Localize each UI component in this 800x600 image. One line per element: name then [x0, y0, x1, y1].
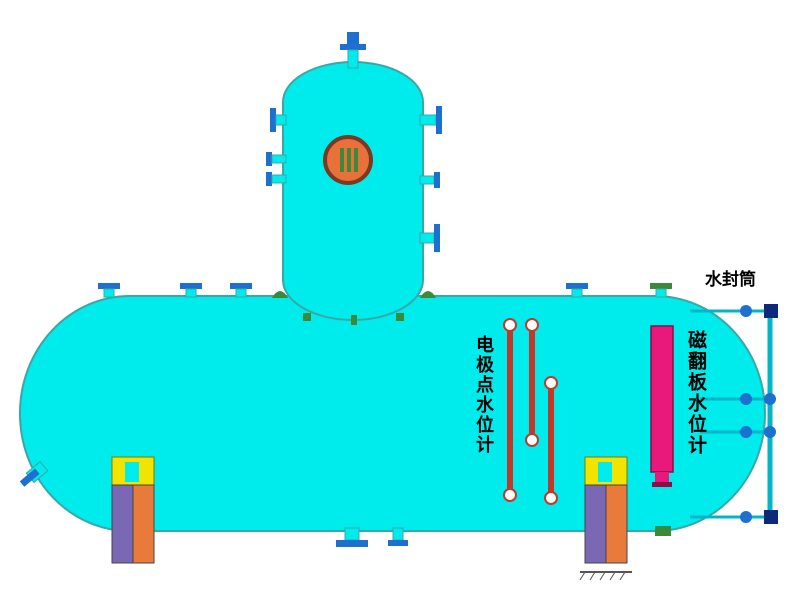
water-seal-assembly — [690, 304, 778, 524]
deaerator-head — [282, 61, 424, 321]
junction-welds — [272, 291, 436, 325]
head-right-nozzles — [419, 106, 442, 252]
top-nozzle — [340, 32, 366, 69]
left-saddle-support — [111, 456, 155, 564]
head-left-nozzles — [266, 108, 287, 186]
water-seal-label: 水封筒 — [705, 270, 756, 290]
magnetic-level-gauge — [650, 325, 674, 487]
magnetic-gauge-label: 磁翻板水位计 — [685, 330, 707, 456]
electrode-level-gauge — [503, 318, 558, 505]
electrode-gauge-label: 电极点水位计 — [473, 335, 494, 455]
head-manway — [323, 135, 373, 185]
tank-top-nozzles — [98, 283, 672, 298]
left-drain-nozzle — [19, 460, 49, 487]
right-saddle-support — [579, 456, 632, 581]
tank-bottom-nozzles — [336, 526, 671, 547]
